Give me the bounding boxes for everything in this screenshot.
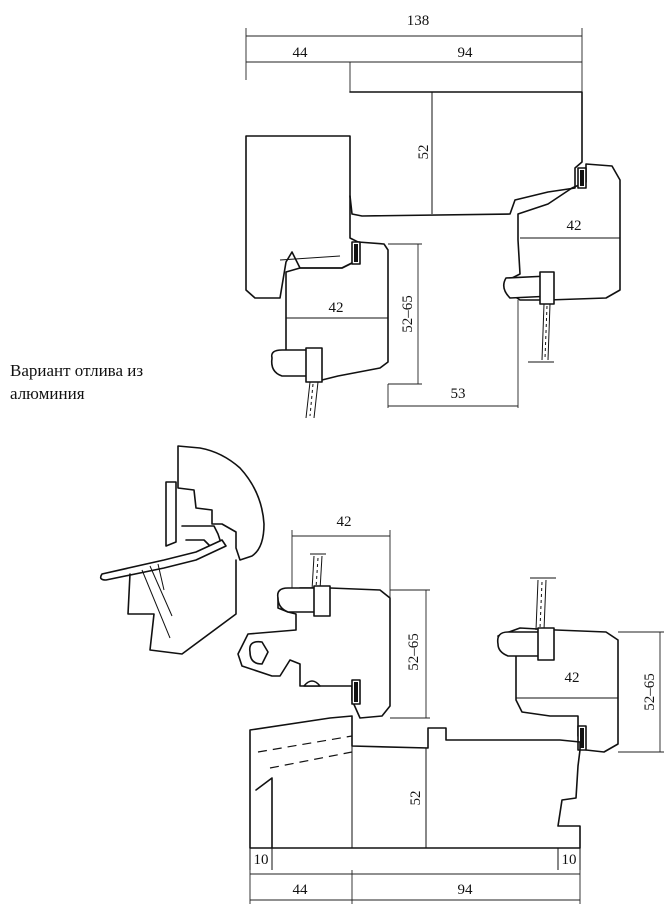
upper-glass-2 [319, 555, 323, 591]
drip-frame-outline [127, 559, 237, 655]
upper-sash-notch [303, 680, 321, 687]
inner-glass-1 [305, 381, 311, 419]
right2-glass-2 [543, 579, 547, 631]
inner-glass-2 [313, 381, 319, 419]
drip-profile-vertical [165, 481, 177, 547]
upper-glass-1 [311, 555, 315, 591]
main-sash-profile [349, 91, 583, 217]
right-glass-1 [541, 303, 545, 361]
inner-seal-core [354, 244, 358, 262]
dim-total: 138 [407, 13, 430, 29]
drip-hatch-3 [157, 563, 165, 591]
dim-bottom-sash: 94 [458, 882, 474, 898]
dim-offset: 53 [451, 386, 466, 402]
lower-frame-profile [249, 715, 581, 849]
upper-glass-clamp [313, 585, 331, 617]
frame-seal-line [279, 255, 341, 261]
right-glass-clamp [539, 271, 555, 305]
dim-range: 52–65 [400, 295, 416, 333]
dim-sash-height: 52 [416, 145, 432, 160]
drip-aluminium [99, 539, 227, 581]
drip-hatch-2 [149, 565, 173, 617]
inner-glass-clamp [305, 347, 323, 383]
caption-line2: алюминия [10, 384, 85, 403]
top-section: 138 44 94 52 42 42 [245, 13, 621, 419]
drip-dash-1 [257, 735, 353, 753]
dim-right-sash: 42 [567, 218, 582, 234]
drip-hatch-1 [141, 569, 171, 639]
upper-sash-groove [248, 640, 269, 665]
dim-bottom-frame: 44 [293, 882, 309, 898]
right-upper-seal-core [580, 728, 584, 748]
upper-seal-core [354, 682, 358, 702]
right2-glass-hatch [539, 581, 543, 629]
dim-left-notch: 10 [254, 852, 269, 868]
right2-glass-1 [535, 579, 539, 631]
dim-right-range: 52–65 [642, 673, 658, 711]
dim-right-notch: 10 [562, 852, 577, 868]
drip-dash-2 [269, 751, 353, 769]
dim-frame: 44 [293, 45, 309, 61]
dim-left-range: 52–65 [406, 633, 422, 671]
caption-line1: Вариант отлива из [10, 361, 143, 380]
dim-frame-height: 52 [408, 791, 424, 806]
right-glass-hatch [544, 305, 548, 359]
frame-left-inner [255, 777, 273, 849]
dim-sash: 94 [458, 45, 474, 61]
dim-inner-sash: 42 [329, 300, 344, 316]
right-glass-2 [547, 303, 551, 361]
dim-right-sash-depth: 42 [565, 670, 580, 686]
aluminium-drip-detail [99, 445, 265, 655]
drip-sash-outline [177, 445, 265, 561]
bottom-section: 42 52–65 42 52–65 [237, 514, 664, 904]
left-frame-profile [245, 135, 359, 299]
dim-upper-sash: 42 [337, 514, 352, 530]
right-seal-core [580, 170, 584, 186]
inner-glass-hatch [309, 383, 314, 417]
right-upper-glass-clamp [537, 627, 555, 661]
upper-glass-hatch [315, 557, 319, 589]
